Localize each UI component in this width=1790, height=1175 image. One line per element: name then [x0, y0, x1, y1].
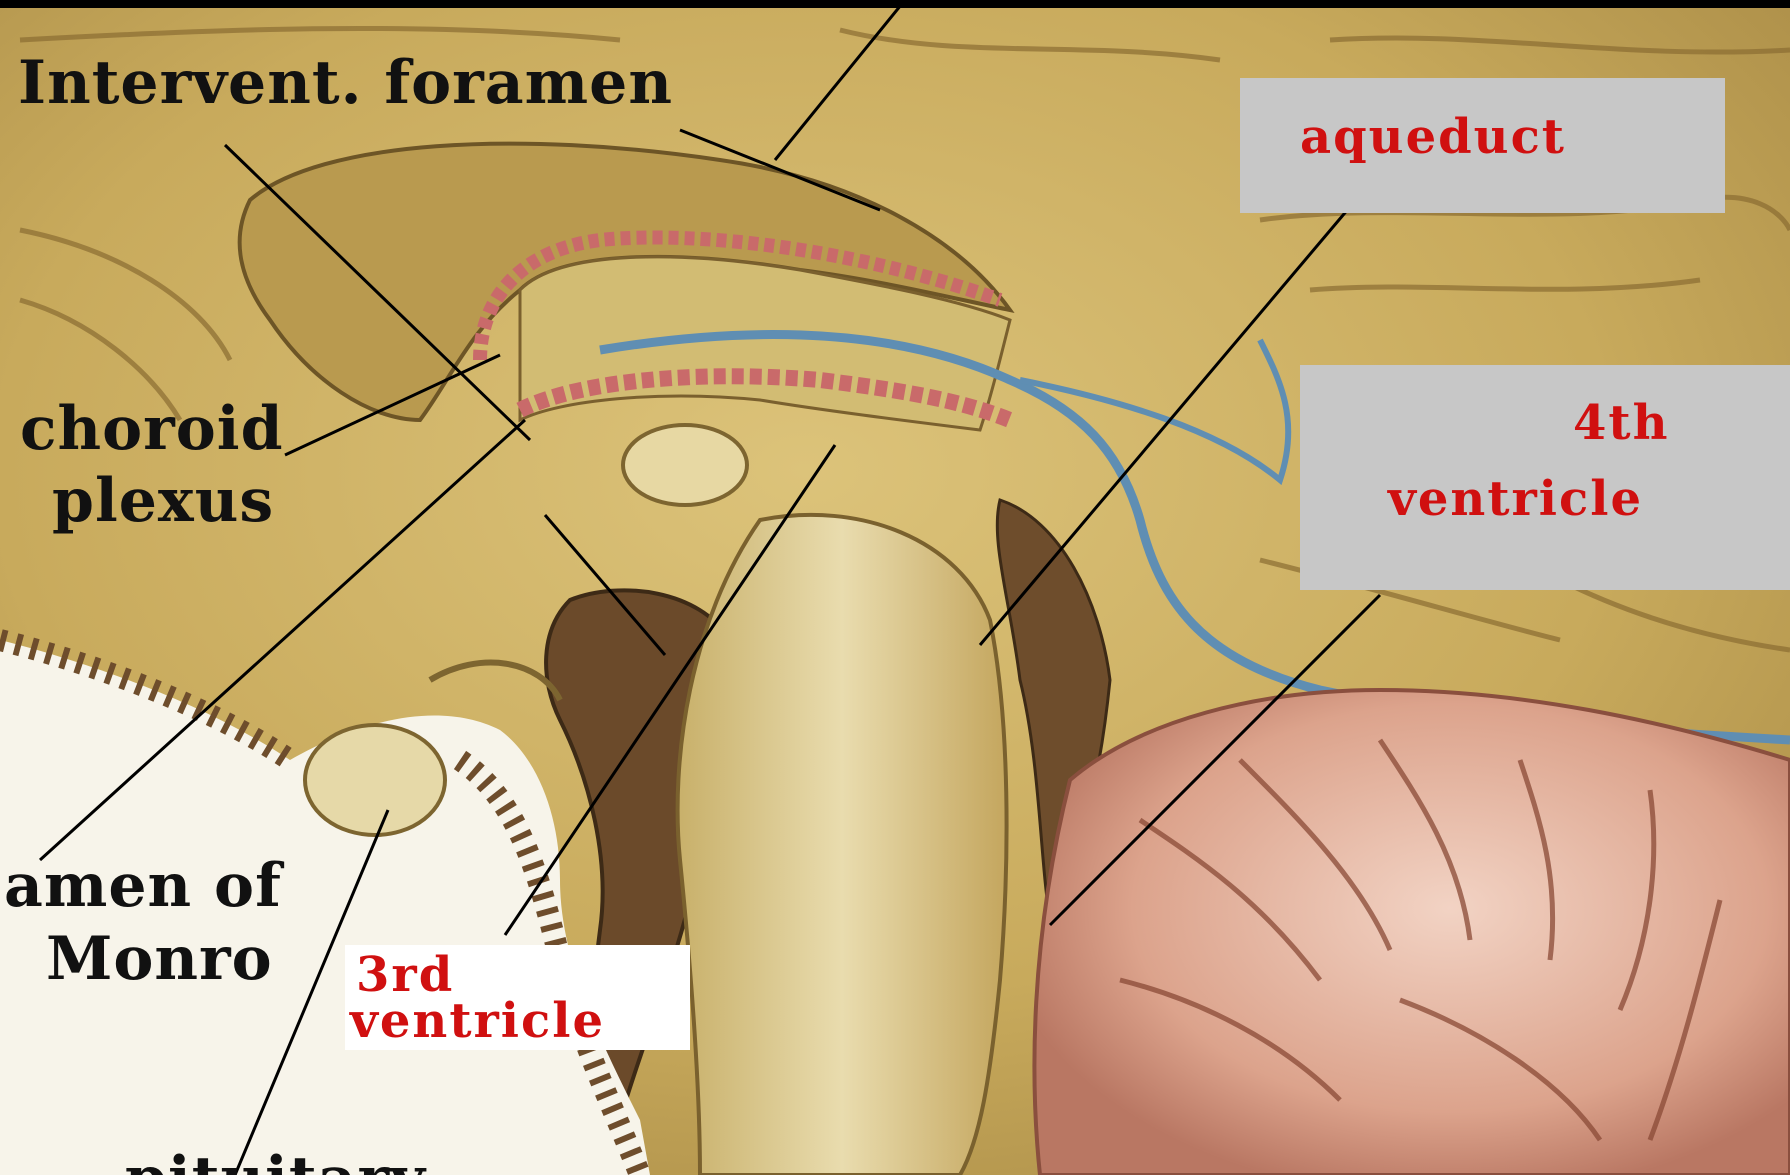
monro-label: Monro	[46, 928, 273, 991]
foramen-of-monro-label: amen of	[4, 855, 282, 918]
fourth-ventricle-label: ventricle	[1388, 474, 1643, 524]
third-ventricle-label: ventricle	[350, 996, 605, 1046]
cerebellum	[1034, 690, 1790, 1175]
pituitary-gland	[305, 725, 445, 835]
top-border	[0, 0, 1790, 8]
choroid-label: choroid	[20, 398, 284, 461]
aqueduct-label: aqueduct	[1300, 112, 1566, 162]
plexus-label: plexus	[52, 470, 274, 533]
intervent-foramen-label: Intervent. foramen	[18, 52, 673, 115]
brainstem	[678, 515, 1007, 1175]
fourth-label: 4th	[1573, 398, 1669, 448]
interthalamic-adhesion	[623, 425, 747, 505]
pituitary-label: pituitary	[125, 1148, 426, 1175]
